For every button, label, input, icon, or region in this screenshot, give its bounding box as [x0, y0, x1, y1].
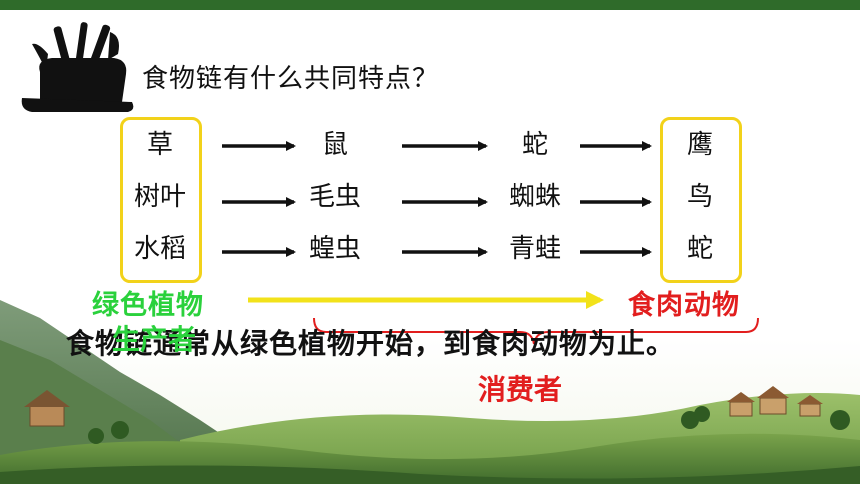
school-supplies-silhouette-icon: [21, 22, 134, 112]
producer-label: 生产者: [112, 323, 197, 356]
summary-sentence: 食物链通常从绿色植物开始，到食肉动物为止。: [66, 327, 676, 360]
green-plants-label: 绿色植物: [92, 290, 204, 321]
carnivores-label: 食肉动物: [628, 290, 740, 321]
chain-1-top-consumer: 鹰: [686, 130, 713, 160]
chain-2-top-consumer: 鸟: [686, 182, 713, 212]
chain-1-secondary-consumer: 蛇: [521, 130, 548, 160]
top-border: [0, 0, 860, 10]
chain-3-top-consumer: 蛇: [686, 234, 713, 264]
chain-2-producer: 树叶: [133, 182, 186, 212]
chain-1-primary-consumer: 鼠: [321, 130, 348, 160]
chain-2-primary-consumer: 毛虫: [308, 182, 361, 212]
consumer-label: 消费者: [478, 373, 563, 406]
chain-1-producer: 草: [146, 130, 173, 160]
consumer-brace: [313, 317, 759, 345]
chain-3-primary-consumer: 蝗虫: [308, 234, 361, 264]
chain-3-secondary-consumer: 青蛙: [508, 234, 561, 264]
producer-column-highlight: [120, 117, 202, 283]
page-title: 食物链有什么共同特点？: [142, 64, 440, 94]
top-consumer-column-highlight: [660, 117, 742, 283]
chain-2-secondary-consumer: 蜘蛛: [508, 182, 561, 212]
chain-3-producer: 水稻: [133, 234, 186, 264]
